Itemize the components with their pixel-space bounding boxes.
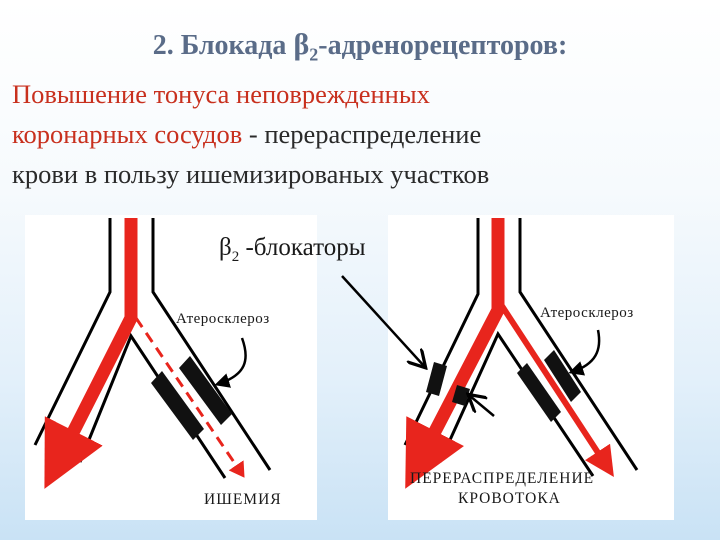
right-blocker-inner [452, 385, 470, 406]
right-blocker-pointer-long [341, 275, 424, 366]
left-ischemic-flow [134, 317, 245, 478]
right-blocker-left [426, 362, 447, 396]
right-outer-wall-right [518, 218, 639, 471]
right-plaque-outer [544, 350, 581, 402]
left-atherosclerosis-label: Атеросклероз [176, 311, 270, 327]
right-plaques [426, 350, 581, 422]
subtitle-line-2: коронарных сосудов - перераспределение [12, 114, 718, 154]
title-prefix: 2. Блокада [152, 30, 294, 61]
blockers-subscript: 2 [231, 249, 240, 265]
left-blood-flow [44, 218, 245, 489]
left-plaques [151, 356, 232, 440]
subtitle-line-3: крови в пользу ишемизированых участков [12, 159, 490, 189]
slide-subtitle: Повышение тонуса неповрежденных коронарн… [12, 74, 718, 194]
right-atherosclerosis-pointer [568, 329, 601, 376]
right-main-flow [405, 218, 505, 489]
subtitle-line-2-rest: - перераспределение [242, 119, 482, 149]
right-redistribution-label-2: КРОВОТОКА [458, 490, 561, 507]
right-redistributed-flow [499, 304, 614, 478]
left-main-flow [44, 218, 138, 489]
right-outer-wall-left [403, 218, 480, 446]
subtitle-line-1: Повышение тонуса неповрежденных [12, 79, 430, 109]
right-blood-flow [405, 218, 614, 489]
left-plaque-outer [179, 356, 232, 425]
right-vessel-walls [403, 218, 639, 477]
title-beta: β [293, 28, 310, 61]
left-inner-wall [78, 332, 227, 479]
left-outer-wall-left [33, 218, 112, 446]
beta2-blockers-label: β2 -блокаторы [219, 234, 366, 266]
right-vessel-diagram [341, 218, 639, 489]
right-plaque-inner [517, 363, 561, 422]
title-suffix: -адренорецепторов: [318, 30, 568, 61]
title-subscript: 2 [309, 44, 319, 65]
left-outer-wall-right [151, 218, 272, 471]
left-ischemia-label: ИШЕМИЯ [204, 491, 282, 508]
subtitle-line-2-red: коронарных сосудов [12, 119, 243, 149]
left-vessel-diagram [33, 218, 272, 489]
right-blocker-pointer-short [470, 396, 495, 417]
blockers-beta: β [219, 234, 232, 261]
left-plaque-inner [151, 371, 204, 440]
blockers-text: -блокаторы [239, 234, 366, 261]
right-atherosclerosis-label: Атеросклероз [540, 305, 634, 321]
left-atherosclerosis-pointer [214, 337, 247, 388]
slide-title: 2. Блокада β2-адренорецепторов: [0, 28, 720, 66]
right-redistribution-label-1: ПЕРЕРАСПРЕДЕЛЕНИЕ [410, 470, 595, 487]
